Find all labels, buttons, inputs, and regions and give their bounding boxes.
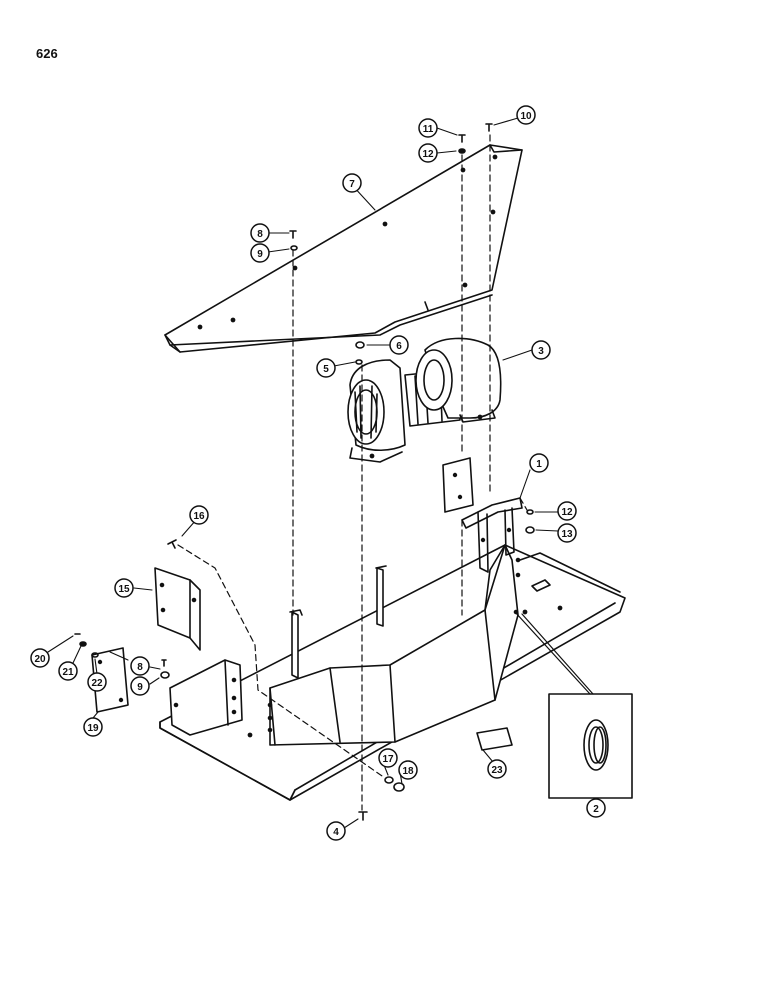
svg-text:22: 22 — [91, 678, 103, 689]
callout-21: 21 — [58, 661, 78, 681]
svg-text:17: 17 — [382, 754, 394, 765]
svg-text:18: 18 — [402, 766, 414, 777]
side-bracket — [154, 567, 201, 651]
cover-plate — [442, 457, 474, 513]
callout-17: 17 — [378, 748, 398, 768]
duct-housing — [267, 544, 521, 746]
callout-13: 13 — [557, 523, 577, 543]
svg-text:15: 15 — [118, 584, 130, 595]
svg-text:9: 9 — [137, 682, 143, 693]
svg-text:20: 20 — [34, 654, 46, 665]
callout-2: 2 — [586, 798, 606, 818]
svg-text:12: 12 — [422, 149, 434, 160]
svg-text:6: 6 — [396, 341, 402, 352]
callout-3: 3 — [531, 340, 551, 360]
lower-bracket — [169, 659, 243, 736]
svg-text:23: 23 — [491, 765, 503, 776]
callout-10: 10 — [516, 105, 536, 125]
svg-text:10: 10 — [520, 111, 532, 122]
hardware-parts — [74, 123, 535, 821]
svg-text:12: 12 — [561, 507, 573, 518]
svg-text:5: 5 — [323, 364, 329, 375]
svg-text:16: 16 — [193, 511, 205, 522]
callout-4: 4 — [326, 821, 346, 841]
callout-16: 16 — [189, 505, 209, 525]
svg-text:13: 13 — [561, 529, 573, 540]
callout-20: 20 — [30, 648, 50, 668]
decal — [476, 727, 513, 751]
detail-box — [514, 611, 633, 799]
svg-text:7: 7 — [349, 179, 355, 190]
svg-text:4: 4 — [333, 827, 339, 838]
callout-12-right: 12 — [557, 501, 577, 521]
callout-7: 7 — [342, 173, 362, 193]
callout-22: 22 — [87, 672, 107, 692]
support-posts — [289, 565, 387, 679]
svg-text:3: 3 — [538, 346, 544, 357]
callout-8-top: 8 — [250, 223, 270, 243]
callout-18: 18 — [398, 760, 418, 780]
svg-text:8: 8 — [257, 229, 263, 240]
callout-19: 19 — [83, 717, 103, 737]
callout-1: 1 — [529, 453, 549, 473]
leader-lines — [47, 117, 559, 829]
callout-8-bottom: 8 — [130, 656, 150, 676]
svg-text:21: 21 — [62, 667, 74, 678]
callout-5: 5 — [316, 358, 336, 378]
svg-text:1: 1 — [536, 459, 542, 470]
blower-assembly — [347, 337, 502, 463]
callout-11: 11 — [418, 118, 438, 138]
page-number: 626 — [36, 46, 58, 61]
callout-9-top: 9 — [250, 243, 270, 263]
svg-text:9: 9 — [257, 249, 263, 260]
callouts: 1 2 3 4 5 6 7 8 9 10 11 12 12 13 15 16 8… — [30, 105, 606, 841]
callout-9-bottom: 9 — [130, 676, 150, 696]
svg-text:2: 2 — [593, 804, 599, 815]
callout-23: 23 — [487, 759, 507, 779]
cover-panel — [164, 144, 523, 353]
svg-text:19: 19 — [87, 723, 99, 734]
callout-12-top: 12 — [418, 143, 438, 163]
side-plate — [91, 647, 129, 713]
svg-text:8: 8 — [137, 662, 143, 673]
support-bracket — [461, 497, 523, 573]
callout-6: 6 — [389, 335, 409, 355]
callout-15: 15 — [114, 578, 134, 598]
assembly-lines — [177, 134, 528, 811]
svg-text:11: 11 — [423, 124, 434, 135]
